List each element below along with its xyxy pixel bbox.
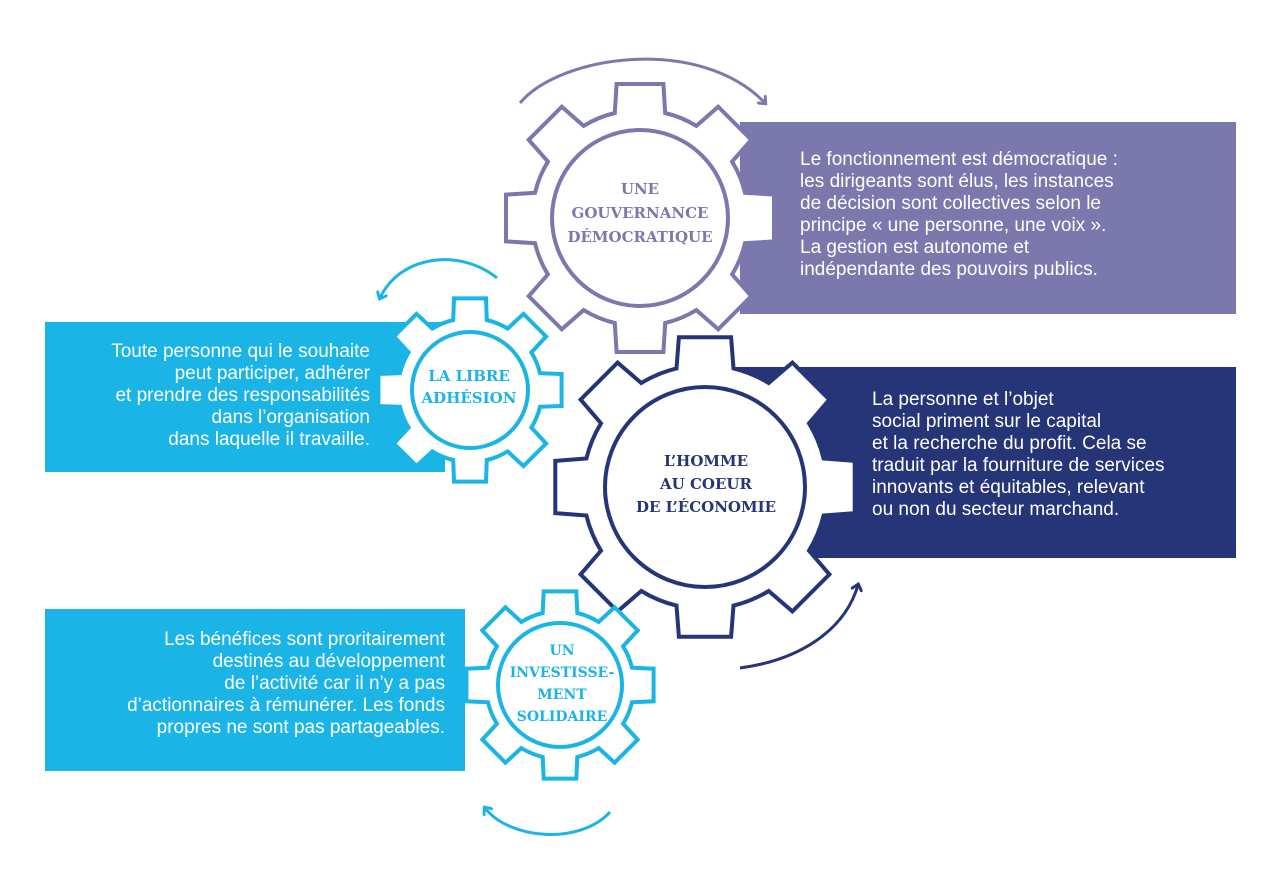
homme-rotation-arrow xyxy=(739,585,858,670)
description-line: dans laquelle il travaille. xyxy=(168,429,370,450)
investissement-gear-label: UN xyxy=(549,643,574,659)
description-line: Les bénéfices sont proritairement xyxy=(164,629,445,650)
description-line: principe « une personne, une voix ». xyxy=(800,215,1107,236)
description-line: social priment sur le capital xyxy=(872,411,1102,432)
governance-rotation-arrow xyxy=(518,57,765,103)
adhesion-rotation-arrow xyxy=(380,258,498,298)
governance-gear-label: GOUVERNANCE xyxy=(572,204,709,222)
description-line: Le fonctionnement est démocratique : xyxy=(800,149,1118,170)
description-line: propres ne sont pas partageables. xyxy=(156,717,445,738)
description-line: traduit par la fourniture de services xyxy=(872,455,1165,476)
homme-gear-label: L’HOMME xyxy=(664,452,748,470)
description-line: La gestion est autonome et xyxy=(800,237,1030,258)
homme-gear-label: DE L’ÉCONOMIE xyxy=(636,498,776,516)
governance-gear-ring xyxy=(550,128,730,308)
investissement-description-band: Les bénéfices sont proritairement destin… xyxy=(45,609,465,771)
description-line: indépendante des pouvoirs publics. xyxy=(800,259,1098,280)
investissement-rotation-arrow xyxy=(485,808,612,836)
investissement-gear-ring xyxy=(496,621,624,749)
description-line: ou non du secteur marchand. xyxy=(872,499,1120,520)
governance-gear-label: UNE xyxy=(621,180,659,198)
description-line: et prendre des responsabilités xyxy=(115,385,370,406)
adhesion-gear-label: ADHÉSION xyxy=(421,389,517,407)
description-line: les dirigeants sont élus, les instances xyxy=(800,171,1114,192)
governance-description-band: Le fonctionnement est démocratique : les… xyxy=(740,122,1236,314)
description-line: de l’activité car il n’y a pas xyxy=(224,673,445,694)
adhesion-gear-icon xyxy=(376,296,564,484)
investissement-gear-label: MENT xyxy=(537,687,587,703)
description-line: dans l’organisation xyxy=(211,407,370,428)
investissement-gear-icon xyxy=(464,589,656,781)
description-line: Toute personne qui le souhaite xyxy=(111,341,370,362)
homme-gear-label: AU COEUR xyxy=(659,475,752,493)
adhesion-gear-ring xyxy=(410,330,530,450)
governance-gear-icon xyxy=(504,82,776,354)
homme-gear-icon xyxy=(553,335,857,639)
investissement-gear-label: INVESTISSE- xyxy=(510,665,615,681)
description-line: et la recherche du profit. Cela se xyxy=(872,433,1147,454)
description-line: de décision sont collectives selon le xyxy=(800,193,1102,214)
investissement-gear-label: SOLIDAIRE xyxy=(517,709,608,725)
governance-gear-label: DÉMOCRATIQUE xyxy=(567,228,712,246)
description-line: d’actionnaires à rémunérer. Les fonds xyxy=(127,695,445,716)
homme-gear-ring xyxy=(603,385,807,589)
description-line: peut participer, adhérer xyxy=(174,363,370,384)
description-line: La personne et l’objet xyxy=(872,389,1054,410)
description-line: innovants et équitables, relevant xyxy=(872,477,1145,498)
adhesion-gear-label: LA LIBRE xyxy=(428,367,510,385)
description-line: destinés au développement xyxy=(212,651,445,672)
